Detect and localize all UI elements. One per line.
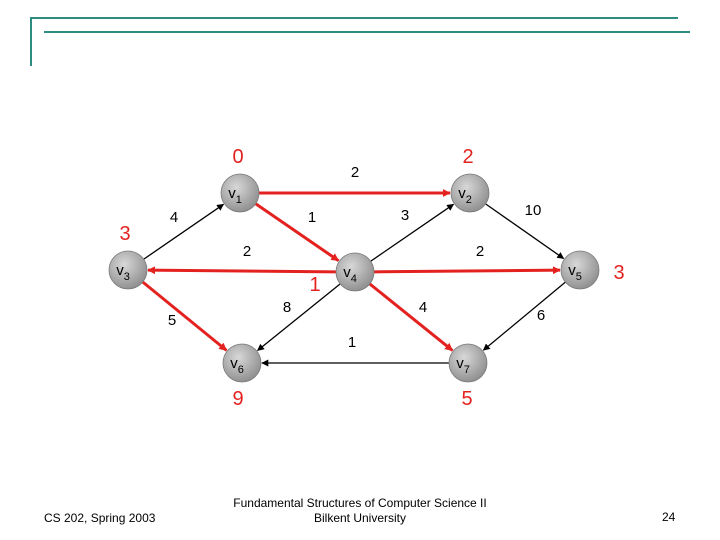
distance-label-v5: 3: [613, 262, 624, 284]
edge-weight-v5-v7: 6: [537, 307, 545, 324]
vertex-circle-v2: [450, 173, 490, 213]
footer-title-line1: Fundamental Structures of Computer Scien…: [233, 496, 487, 510]
edge-v4-v7: [368, 282, 454, 352]
vertex-v6: v6: [222, 343, 262, 383]
page-number: 24: [662, 510, 676, 524]
edge-v5-v7: [482, 281, 566, 351]
edge-v2-v5: [485, 203, 565, 260]
vertex-label-v7: v7: [456, 355, 470, 376]
vertex-v2: v2: [450, 173, 490, 213]
footer-course: CS 202, Spring 2003: [44, 511, 156, 525]
distance-label-v1: 0: [232, 146, 243, 168]
vertex-v4: v4: [335, 252, 375, 292]
vertex-v1: v1: [220, 173, 260, 213]
edge-weight-v7-v6: 1: [348, 334, 356, 351]
distance-label-v7: 5: [461, 388, 472, 410]
distance-label-v3: 3: [119, 223, 130, 245]
edge-weight-v3-v6: 5: [168, 312, 176, 329]
edge-weight-v4-v3: 2: [243, 243, 251, 260]
vertex-v3: v3: [108, 250, 148, 290]
footer-title-line2: Bilkent University: [313, 511, 407, 525]
vertex-circle-v1: [220, 173, 260, 213]
vertex-circle-v7: [448, 343, 488, 383]
edge-v4-v3: [147, 266, 337, 275]
edge-v4-v5: [373, 266, 561, 275]
edge-weight-v4-v2: 3: [401, 207, 409, 224]
edge-weight-v4-v7: 4: [419, 299, 427, 316]
vertex-label-v1: v1: [228, 185, 242, 206]
distance-label-v2: 2: [462, 146, 473, 168]
edge-weight-v4-v6: 8: [283, 299, 291, 316]
vertex-label-v6: v6: [230, 355, 244, 376]
edge-v3-v6: [141, 280, 228, 352]
vertex-label-v3: v3: [116, 262, 130, 283]
edge-v4-v2: [370, 203, 455, 262]
distance-label-v6: 9: [232, 388, 243, 410]
edge-weight-v3-v1: 4: [170, 209, 178, 226]
footer-title: Fundamental Structures of Computer Scien…: [210, 496, 510, 526]
vertex-v5: v5: [560, 250, 600, 290]
edge-v1-v4: [254, 202, 340, 262]
distance-label-v4: 1: [309, 274, 320, 296]
vertex-v7: v7: [448, 343, 488, 383]
graph-nodes: v1 v2 v3 v4 v5 v6 v7: [108, 173, 600, 383]
edge-weight-v1-v2: 2: [351, 164, 359, 181]
edge-v3-v1: [143, 203, 225, 260]
edge-weight-v4-v5: 2: [476, 243, 484, 260]
edge-v4-v6: [257, 283, 341, 351]
vertex-label-v2: v2: [458, 185, 472, 206]
graph-edges: [141, 189, 566, 367]
frame-decoration: [30, 17, 690, 66]
vertex-circle-v4: [335, 252, 375, 292]
vertex-circle-v3: [108, 250, 148, 290]
vertex-label-v5: v5: [568, 262, 582, 283]
vertex-circle-v5: [560, 250, 600, 290]
vertex-label-v4: v4: [343, 264, 357, 285]
edge-weights: 2 1 4 10 3 2 2 5 8 4 6 1: [168, 164, 545, 351]
vertex-circle-v6: [222, 343, 262, 383]
edge-weight-v2-v5: 10: [525, 202, 542, 219]
edge-weight-v1-v4: 1: [308, 209, 316, 226]
